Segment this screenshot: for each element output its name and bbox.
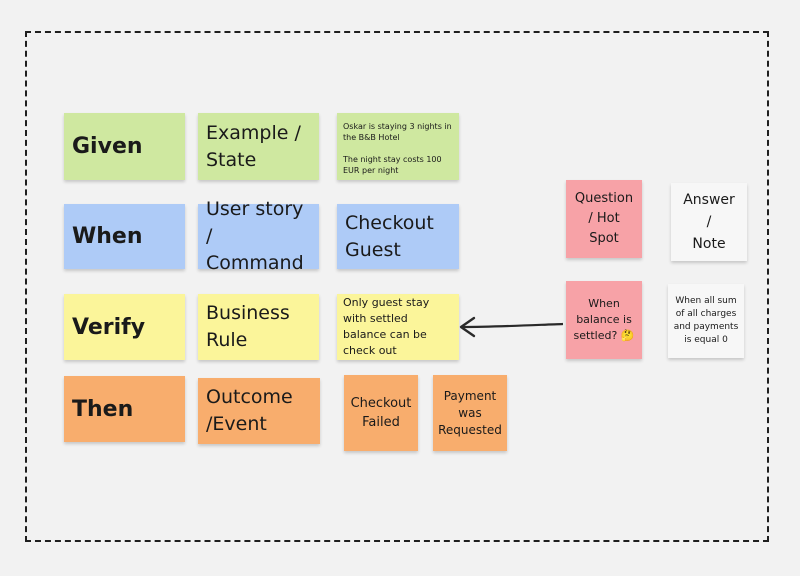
- checkout-failed-sticky[interactable]: Checkout Failed: [344, 375, 418, 451]
- when-label: When: [72, 224, 143, 249]
- given-example-text: Oskar is staying 3 nights in the B&B Hot…: [343, 122, 452, 175]
- user-story-command-sticky[interactable]: User story / Command: [198, 198, 319, 274]
- verify-label: Verify: [72, 314, 146, 340]
- balance-question-sticky[interactable]: When balance is settled? 🤔: [566, 281, 642, 359]
- checkout-guest-text: Checkout Guest: [345, 211, 434, 261]
- then-sticky[interactable]: Then: [64, 376, 185, 442]
- business-rule-sticky[interactable]: Business Rule: [198, 294, 319, 360]
- then-label: Then: [72, 396, 134, 422]
- balance-answer-sticky[interactable]: When all sum of all charges and payments…: [668, 284, 744, 358]
- user-story-command-label: User story / Command: [206, 198, 304, 274]
- verify-rule-sticky[interactable]: Only guest stay with settled balance can…: [337, 294, 459, 360]
- question-hotspot-sticky[interactable]: Question / Hot Spot: [566, 180, 642, 258]
- verify-rule-text: Only guest stay with settled balance can…: [343, 296, 430, 357]
- given-example-sticky[interactable]: Oskar is staying 3 nights in the B&B Hot…: [337, 113, 459, 180]
- payment-requested-text: Payment was Requested: [438, 388, 502, 437]
- example-state-label: Example / State: [206, 121, 301, 171]
- balance-answer-text: When all sum of all charges and payments…: [673, 296, 739, 345]
- outcome-event-sticky[interactable]: Outcome /Event: [198, 378, 320, 444]
- verify-sticky[interactable]: Verify: [64, 294, 185, 360]
- given-sticky[interactable]: Given: [64, 113, 185, 180]
- answer-note-label: Answer / Note: [683, 192, 735, 252]
- given-label: Given: [72, 134, 143, 159]
- board-frame: [25, 31, 769, 542]
- payment-requested-sticky[interactable]: Payment was Requested: [433, 375, 507, 451]
- outcome-event-label: Outcome /Event: [206, 386, 293, 435]
- business-rule-label: Business Rule: [206, 302, 290, 351]
- answer-note-sticky[interactable]: Answer / Note: [671, 183, 747, 261]
- checkout-guest-sticky[interactable]: Checkout Guest: [337, 204, 459, 269]
- question-hotspot-label: Question / Hot Spot: [574, 191, 634, 246]
- balance-question-text: When balance is settled? 🤔: [573, 297, 635, 342]
- when-sticky[interactable]: When: [64, 204, 185, 269]
- checkout-failed-text: Checkout Failed: [350, 396, 412, 430]
- example-state-sticky[interactable]: Example / State: [198, 113, 319, 180]
- connector-arrow: [459, 316, 564, 338]
